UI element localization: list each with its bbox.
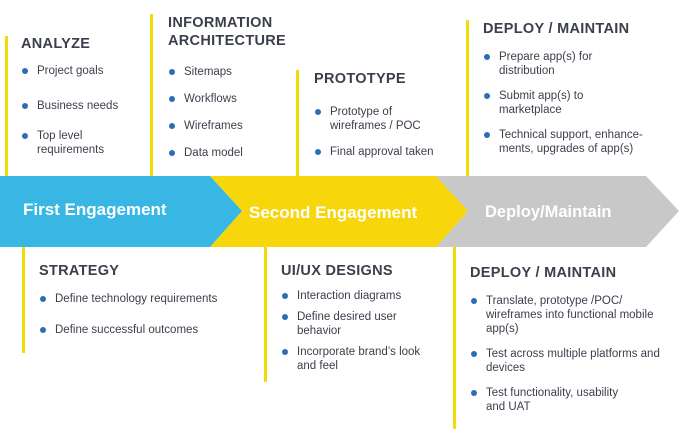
list-item: Translate, prototype /POC/ wireframes in… bbox=[470, 294, 654, 336]
deploy-maintain-top-list: Prepare app(s) for distribution Submit a… bbox=[483, 50, 673, 156]
strategy-section: STRATEGY Define technology requirements … bbox=[39, 262, 249, 337]
analyze-list: Project goals Business needs Top level r… bbox=[21, 64, 141, 157]
prototype-section: PROTOTYPE Prototype of wireframes / POC … bbox=[314, 70, 454, 159]
deploy-maintain-bottom-section: DEPLOY / MAINTAIN Translate, prototype /… bbox=[470, 264, 670, 414]
connector-line-prototype bbox=[296, 70, 299, 176]
connector-line-information-architecture bbox=[150, 14, 153, 176]
stage-arrow-second bbox=[210, 176, 468, 247]
connector-line-strategy bbox=[22, 247, 25, 353]
connector-line-deploy-top bbox=[466, 20, 469, 176]
strategy-title: STRATEGY bbox=[39, 263, 120, 279]
stage-label-first-engagement: First Engagement bbox=[23, 200, 167, 219]
information-architecture-title-line2: ARCHITECTURE bbox=[168, 33, 286, 49]
information-architecture-section: INFORMATION ARCHITECTURE Sitemaps Workfl… bbox=[168, 14, 298, 160]
list-item: Define technology requirements bbox=[39, 292, 249, 306]
uiux-list: Interaction diagrams Define desired user… bbox=[281, 289, 441, 373]
deploy-maintain-bottom-list: Translate, prototype /POC/ wireframes in… bbox=[470, 294, 670, 414]
list-item: Prototype of wireframes / POC bbox=[314, 105, 442, 133]
stage-arrow-first bbox=[0, 176, 242, 247]
deploy-maintain-top-title: DEPLOY / MAINTAIN bbox=[483, 21, 630, 37]
list-item: Final approval taken bbox=[314, 145, 454, 159]
uiux-section: UI/UX DESIGNS Interaction diagrams Defin… bbox=[281, 262, 441, 373]
list-item: Incorporate brand’s look and feel bbox=[281, 345, 437, 373]
list-item: Sitemaps bbox=[168, 65, 298, 79]
information-architecture-list: Sitemaps Workflows Wireframes Data model bbox=[168, 65, 298, 160]
connector-line-deploy-bottom bbox=[453, 247, 456, 429]
information-architecture-title-line1: INFORMATION bbox=[168, 15, 273, 31]
deploy-maintain-bottom-title: DEPLOY / MAINTAIN bbox=[470, 265, 617, 281]
stage-arrow-deploy bbox=[436, 176, 679, 247]
list-item: Data model bbox=[168, 146, 298, 160]
uiux-title: UI/UX DESIGNS bbox=[281, 263, 393, 279]
analyze-title: ANALYZE bbox=[21, 36, 91, 52]
analyze-section: ANALYZE Project goals Business needs Top… bbox=[21, 35, 141, 157]
list-item: Technical support, enhance-ments, upgrad… bbox=[483, 128, 657, 156]
list-item: Wireframes bbox=[168, 119, 298, 133]
list-item: Define successful outcomes bbox=[39, 323, 249, 337]
stage-label-second-engagement: Second Engagement bbox=[249, 203, 418, 222]
list-item: Workflows bbox=[168, 92, 298, 106]
list-item: Top level requirements bbox=[21, 129, 119, 157]
connector-line-analyze bbox=[5, 36, 8, 176]
strategy-list: Define technology requirements Define su… bbox=[39, 292, 249, 337]
list-item: Test across multiple platforms and devic… bbox=[470, 347, 666, 375]
list-item: Business needs bbox=[21, 99, 141, 113]
list-item: Prepare app(s) for distribution bbox=[483, 50, 607, 78]
list-item: Interaction diagrams bbox=[281, 289, 441, 303]
information-architecture-title: INFORMATION ARCHITECTURE bbox=[168, 14, 298, 50]
prototype-title: PROTOTYPE bbox=[314, 71, 406, 87]
prototype-list: Prototype of wireframes / POC Final appr… bbox=[314, 105, 454, 159]
stage-label-deploy-maintain: Deploy/Maintain bbox=[485, 203, 612, 221]
list-item: Project goals bbox=[21, 64, 141, 78]
list-item: Submit app(s) to marketplace bbox=[483, 89, 599, 117]
connector-line-uiux bbox=[264, 247, 267, 382]
deploy-maintain-top-section: DEPLOY / MAINTAIN Prepare app(s) for dis… bbox=[483, 20, 673, 156]
list-item: Test functionality, usability and UAT bbox=[470, 386, 634, 414]
list-item: Define desired user behavior bbox=[281, 310, 405, 338]
